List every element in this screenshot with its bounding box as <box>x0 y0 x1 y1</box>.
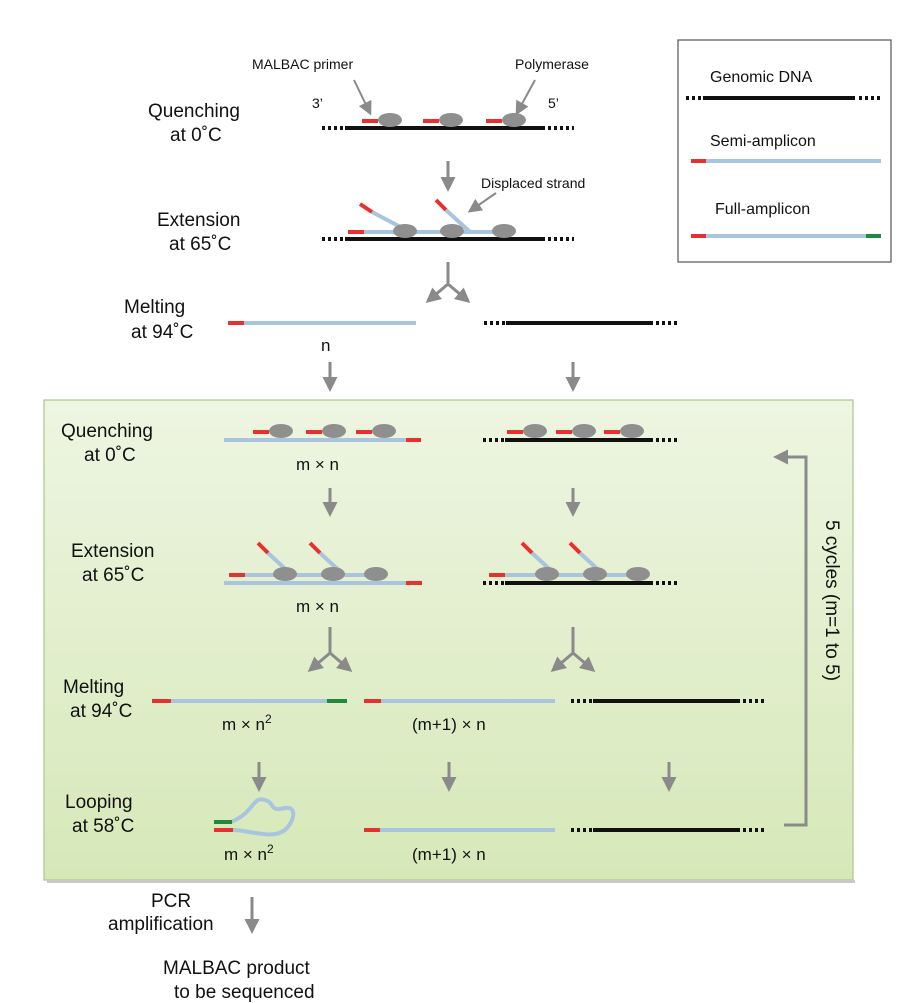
initial-quench-label-1: Quenching <box>148 101 240 122</box>
cycle-ext-left-poly-3 <box>364 567 388 581</box>
cycle-extension-label-1: Extension <box>71 541 154 562</box>
cycle-quench-label-1: Quenching <box>61 421 153 442</box>
cycle-panel: Quenching at 0˚C m × n Extension at 65˚C <box>43 399 855 883</box>
cycle-quench-left-poly-3 <box>372 424 396 438</box>
cycle-melting-full-count-sup: 2 <box>265 712 272 726</box>
cycle-ext-right-poly-1 <box>535 567 559 581</box>
cycle-ext-left-poly-1 <box>273 567 297 581</box>
cycle-ext-left-displaced-1-primer <box>256 541 270 555</box>
product-label-2: to be sequenced <box>174 982 315 1003</box>
cycle-ext-right-poly-2 <box>583 567 607 581</box>
five-prime-label: 5’ <box>548 95 559 111</box>
initial-stage: Quenching at 0˚C MALBAC primer Polymeras… <box>124 56 677 392</box>
three-prime-label: 3’ <box>312 95 323 111</box>
extension-displaced-1-primer <box>358 202 374 214</box>
cycle-looping-semi-count: (m+1) × n <box>412 845 486 864</box>
cycle-quench-right-poly-1 <box>523 424 547 438</box>
extension-polymerase-2 <box>440 224 464 238</box>
initial-extension-label-2: at 65˚C <box>169 234 231 255</box>
cycle-quench-label-2: at 0˚C <box>84 445 136 466</box>
legend-full-label: Full-amplicon <box>715 201 810 218</box>
legend-semi-label: Semi-amplicon <box>710 133 816 150</box>
cycle-split-arrow-left <box>307 627 353 672</box>
cycle-melting-label-2: at 94˚C <box>70 701 132 722</box>
cycle-melting-full-count-base: m × n <box>222 715 265 734</box>
cycle-ext-right-poly-3 <box>626 567 650 581</box>
extension-displaced-2-primer <box>434 198 448 212</box>
product-label-1: MALBAC product <box>163 958 311 979</box>
final-stage: PCR amplification MALBAC product to be s… <box>108 891 315 1003</box>
initial-polymerase-1 <box>378 113 402 127</box>
cycle-ext-right-displaced-1-primer <box>520 541 534 555</box>
cycle-looping-full-count-sup: 2 <box>267 842 274 856</box>
polymerase-label: Polymerase <box>515 56 589 72</box>
cycle-panel-shadow <box>47 880 855 883</box>
cycle-repeat-label: 5 cycles (m=1 to 5) <box>821 520 842 681</box>
displaced-pointer-arrow <box>467 192 497 213</box>
initial-melting-label-1: Melting <box>124 297 185 318</box>
cycle-ext-left-displaced-2-primer <box>308 541 322 555</box>
cycle-ext-right-displaced-2-primer <box>568 541 582 555</box>
melting-n-label: n <box>321 336 330 355</box>
cycle-repeat-arrow <box>773 449 808 827</box>
initial-quench-label-2: at 0˚C <box>170 125 222 146</box>
initial-polymerase-2 <box>439 113 463 127</box>
primer-pointer-arrow <box>353 79 372 116</box>
cycle-extension-label-2: at 65˚C <box>82 565 144 586</box>
initial-split-arrow <box>425 262 471 303</box>
polymerase-pointer-arrow <box>515 79 536 116</box>
pcr-label-1: PCR <box>151 891 191 912</box>
initial-polymerase-3 <box>502 113 526 127</box>
extension-displaced-2 <box>444 208 472 234</box>
cycle-melting-full-count: m × n2 <box>222 712 272 734</box>
legend: Genomic DNA Semi-amplicon Full-amplicon <box>677 39 892 263</box>
cycle-looping-label-2: at 58˚C <box>72 816 134 837</box>
cycle-quench-right-poly-2 <box>572 424 596 438</box>
extension-polymerase-3 <box>492 224 516 238</box>
cycle-looping-full-count-base: m × n <box>224 845 267 864</box>
cycle-melting-semi-count: (m+1) × n <box>412 715 486 734</box>
pcr-label-2: amplification <box>108 914 214 935</box>
primer-label: MALBAC primer <box>252 56 353 72</box>
cycle-quench-count: m × n <box>296 455 339 474</box>
cycle-looping-full-count: m × n2 <box>224 842 274 864</box>
cycle-extension-count: m × n <box>296 597 339 616</box>
cycle-melting-label-1: Melting <box>63 677 124 698</box>
cycle-looping-hairpin <box>230 797 296 837</box>
cycle-looping-label-1: Looping <box>65 792 133 813</box>
initial-extension-label-1: Extension <box>157 210 240 231</box>
legend-genomic-label: Genomic DNA <box>710 69 813 86</box>
initial-melting-label-2: at 94˚C <box>131 322 193 343</box>
cycle-panel-background <box>43 399 854 881</box>
extension-polymerase-1 <box>393 224 417 238</box>
cycle-quench-left-poly-2 <box>322 424 346 438</box>
cycle-split-arrow-right <box>550 627 596 672</box>
cycle-ext-left-poly-2 <box>321 567 345 581</box>
cycle-quench-right-poly-3 <box>620 424 644 438</box>
legend-box <box>677 39 892 263</box>
displaced-strand-label: Displaced strand <box>481 175 585 191</box>
cycle-quench-left-poly-1 <box>269 424 293 438</box>
